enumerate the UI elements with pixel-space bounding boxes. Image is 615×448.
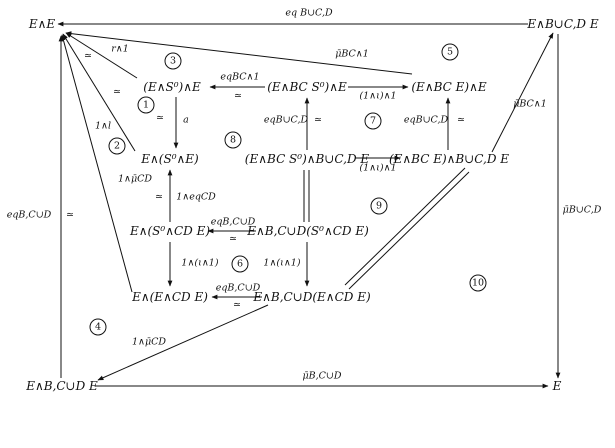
region-number-4: 4 xyxy=(89,318,107,336)
label-iota-top: (1∧ι)∧1 xyxy=(359,90,397,102)
label-iota-mid: (1∧ι)∧1 xyxy=(359,162,397,174)
equality-diag-a xyxy=(344,167,466,286)
label-mu-bc-wedge-1: μ̄BC∧1 xyxy=(335,48,369,60)
label-eq-bcud-mid: eqB,C∪D xyxy=(210,216,256,228)
label-right-edge: μ̄B∪C,D xyxy=(562,204,602,216)
label-simeq-eq-bc: ≃ xyxy=(234,90,242,102)
node-s0e: (E∧S⁰)∧E xyxy=(143,80,201,94)
label-one-wedge-mu-cd-bottom: 1∧μ̄CD xyxy=(131,336,167,348)
node-bce: (E∧BC E)∧E xyxy=(411,80,487,94)
label-simeq-bcud-mid: ≃ xyxy=(229,233,237,245)
node-bcs0-bcd: (E∧BC S⁰)∧B∪C,D E xyxy=(244,152,370,166)
label-eq-bc-wedge-1: eqBC∧1 xyxy=(220,71,260,83)
label-simeq-l: ≃ xyxy=(113,86,121,98)
arrow-one-wedge-l xyxy=(62,33,136,152)
node-e-s0cde: E∧(S⁰∧CD E) xyxy=(129,224,211,238)
region-number-9: 9 xyxy=(370,197,388,215)
node-bce-bcd: (E∧BC E)∧B∪C,D E xyxy=(388,152,510,166)
label-eq-bcud-bottom: eqB,C∪D xyxy=(215,282,261,294)
label-a: a xyxy=(183,114,189,126)
node-top-left: E∧E xyxy=(28,17,56,31)
arrow-one-wedge-mu-cd xyxy=(61,34,133,293)
node-bottom-left: E∧B,C∪D E xyxy=(26,379,98,393)
label-one-wedge-mu-cd: 1∧μ̄CD xyxy=(117,173,153,185)
region-number-10: 10 xyxy=(469,274,487,292)
label-diag-mu: μ̄BC∧1 xyxy=(513,98,547,110)
region-number-7: 7 xyxy=(364,112,382,130)
label-eq-bucd-mid: eqB∪C,D xyxy=(263,114,309,126)
arrow-mu-bc xyxy=(65,31,413,75)
label-one-wedge-eq-cd: 1∧eqCD xyxy=(176,191,216,203)
label-iota-right: 1∧(ι∧1) xyxy=(263,257,301,269)
label-simeq-bucd-mid: ≃ xyxy=(314,114,322,126)
label-simeq-eq-cd: ≃ xyxy=(155,191,163,203)
region-number-6: 6 xyxy=(231,255,249,273)
region-number-1: 1 xyxy=(137,96,155,114)
region-number-5: 5 xyxy=(441,43,459,61)
node-e-s0e: E∧(S⁰∧E) xyxy=(141,152,199,166)
node-bcs0e: (E∧BC S⁰)∧E xyxy=(267,80,347,94)
node-top-right: E∧B∪C,D E xyxy=(527,17,599,31)
arrow-r-wedge-1 xyxy=(65,32,138,79)
node-e-ecde: E∧(E∧CD E) xyxy=(132,290,208,304)
region-number-2: 2 xyxy=(108,137,126,155)
label-bottom-edge: μ̄B,C∪D xyxy=(302,370,342,382)
label-top-edge: eq B∪C,D xyxy=(285,7,333,19)
label-simeq-r: ≃ xyxy=(84,50,92,62)
label-one-wedge-l: 1∧l xyxy=(94,120,112,132)
label-iota-left: 1∧(ι∧1) xyxy=(181,257,219,269)
label-simeq-a: ≃ xyxy=(156,112,164,124)
label-eq-bucd-right: eqB∪C,D xyxy=(403,114,449,126)
region-number-3: 3 xyxy=(164,52,182,70)
arrow-diag-mu xyxy=(491,32,554,153)
label-simeq-bcud-bottom: ≃ xyxy=(233,299,241,311)
node-e-bcd-ecde: E∧B,C∪D(E∧CD E) xyxy=(253,290,371,304)
node-bottom-right: E xyxy=(552,379,562,393)
node-e-bcd-s0cde: E∧B,C∪D(S⁰∧CD E) xyxy=(247,224,369,238)
equality-diag-b xyxy=(348,171,470,290)
arrow-one-wedge-mu-cd-bottom xyxy=(97,304,269,381)
label-simeq-left-edge: ≃ xyxy=(66,209,74,221)
label-r-wedge-1: r∧1 xyxy=(111,43,129,55)
region-number-8: 8 xyxy=(224,131,242,149)
label-simeq-bucd-right: ≃ xyxy=(457,114,465,126)
label-left-edge: eqB,C∪D xyxy=(6,209,52,221)
